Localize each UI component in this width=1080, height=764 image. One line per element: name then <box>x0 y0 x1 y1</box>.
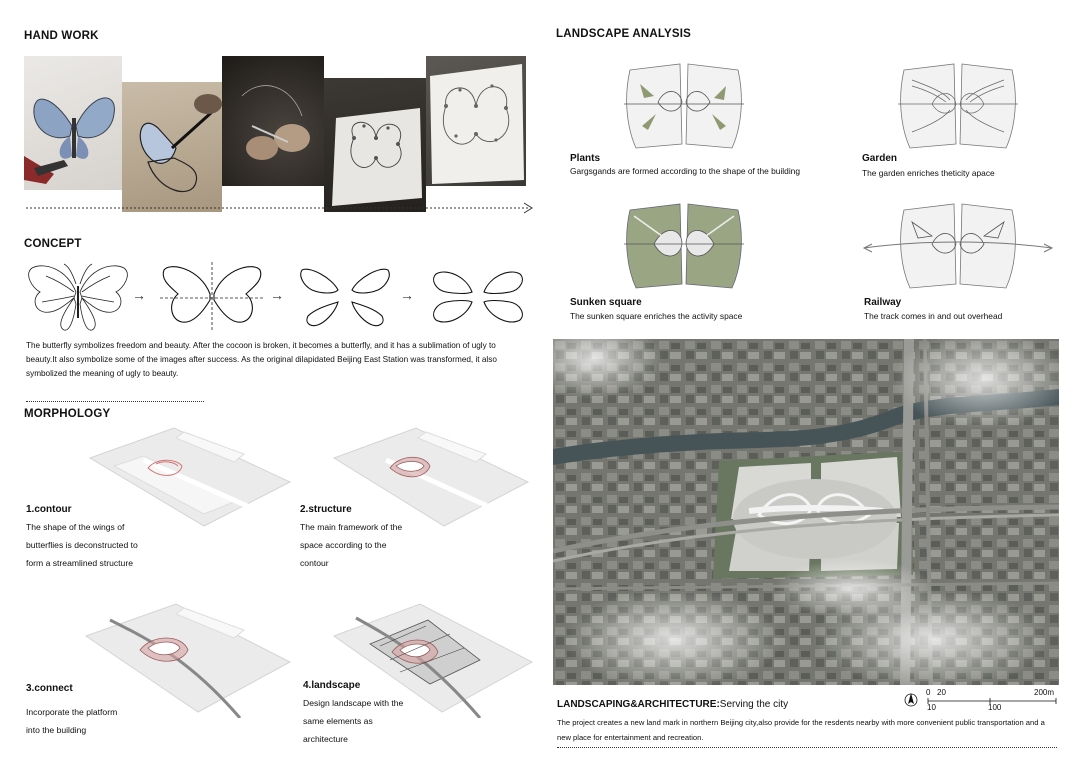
morphology-step-3-title: 3.connect <box>26 683 73 694</box>
concept-wing-outline <box>160 262 264 332</box>
landscape-railway-title: Railway <box>864 297 902 308</box>
concept-separated-wings <box>298 264 392 330</box>
concept-streamlined-wings <box>428 262 528 332</box>
landscape-analysis-heading: LANDSCAPE ANALYSIS <box>556 28 692 40</box>
scale-label-100: 100 <box>988 703 1002 712</box>
morphology-step-1-title: 1.contour <box>26 504 72 515</box>
photo-drawing-on-paper <box>122 82 222 212</box>
site-caption-rest: Serving the city <box>719 699 789 710</box>
morphology-step-2-text: The main framework of the space accordin… <box>300 522 403 568</box>
morphology-diagram-contour <box>84 422 294 532</box>
concept-description: The butterfly symbolizes freedom and bea… <box>26 341 497 378</box>
landscape-plan-railway <box>862 196 1054 292</box>
morphology-step-4-text: Design landscape with the same elements … <box>303 698 404 744</box>
concept-arrow-3: → <box>400 287 414 303</box>
hand-work-heading: HAND WORK <box>24 30 99 42</box>
morphology-diagram-landscape <box>330 600 536 719</box>
hand-work-timeline-arrow <box>26 201 536 215</box>
landscape-plan-garden <box>888 56 1028 152</box>
morphology-step-2-title: 2.structure <box>300 504 352 515</box>
landscape-plants-text: Gargsgands are formed according to the s… <box>570 166 800 176</box>
concept-butterfly-sketch <box>26 258 130 336</box>
landscape-garden-title: Garden <box>862 153 898 164</box>
concept-divider <box>26 401 204 402</box>
site-description: The project creates a new land mark in n… <box>557 718 1045 742</box>
photo-butterfly-specimen <box>24 56 122 190</box>
landscape-plants-title: Plants <box>570 153 601 164</box>
landscape-railway-text: The track comes in and out overhead <box>864 311 1003 321</box>
photo-wire-model <box>324 78 426 212</box>
site-caption-bold: LANDSCAPING&ARCHITECTURE: <box>557 699 720 710</box>
landscape-garden-text: The garden enriches theticity apace <box>862 168 995 178</box>
scale-label-20: 20 <box>937 688 946 697</box>
morphology-diagram-connect <box>80 600 294 719</box>
scale-label-0: 0 <box>926 688 931 697</box>
photo-cutting-wire <box>222 56 324 186</box>
morphology-diagram-structure <box>330 422 530 532</box>
site-divider <box>557 747 1057 748</box>
site-caption: LANDSCAPING&ARCHITECTURE:Serving the cit… <box>557 699 788 710</box>
photo-finished-model <box>426 56 526 186</box>
landscape-sunken-square-text: The sunken square enriches the activity … <box>570 311 743 321</box>
morphology-step-4-title: 4.landscape <box>303 680 361 691</box>
scale-label-10: 10 <box>927 703 936 712</box>
landscape-sunken-square-title: Sunken square <box>570 297 642 308</box>
landscape-plan-plants <box>614 56 754 152</box>
aerial-site-plan <box>553 339 1059 685</box>
north-arrow-icon <box>904 691 918 709</box>
scale-label-200m: 200m <box>1034 688 1055 697</box>
morphology-heading: MORPHOLOGY <box>24 408 111 420</box>
scale-bar: 0 20 200m 10 100 <box>924 688 1060 712</box>
concept-arrow-2: → <box>270 287 284 303</box>
concept-arrow-1: → <box>132 287 146 303</box>
landscape-plan-sunken-square <box>614 196 754 292</box>
morphology-step-1-text: The shape of the wings of butterflies is… <box>26 522 138 568</box>
concept-heading: CONCEPT <box>24 238 82 250</box>
morphology-step-3-text: Incorporate the platform into the buildi… <box>26 707 118 735</box>
